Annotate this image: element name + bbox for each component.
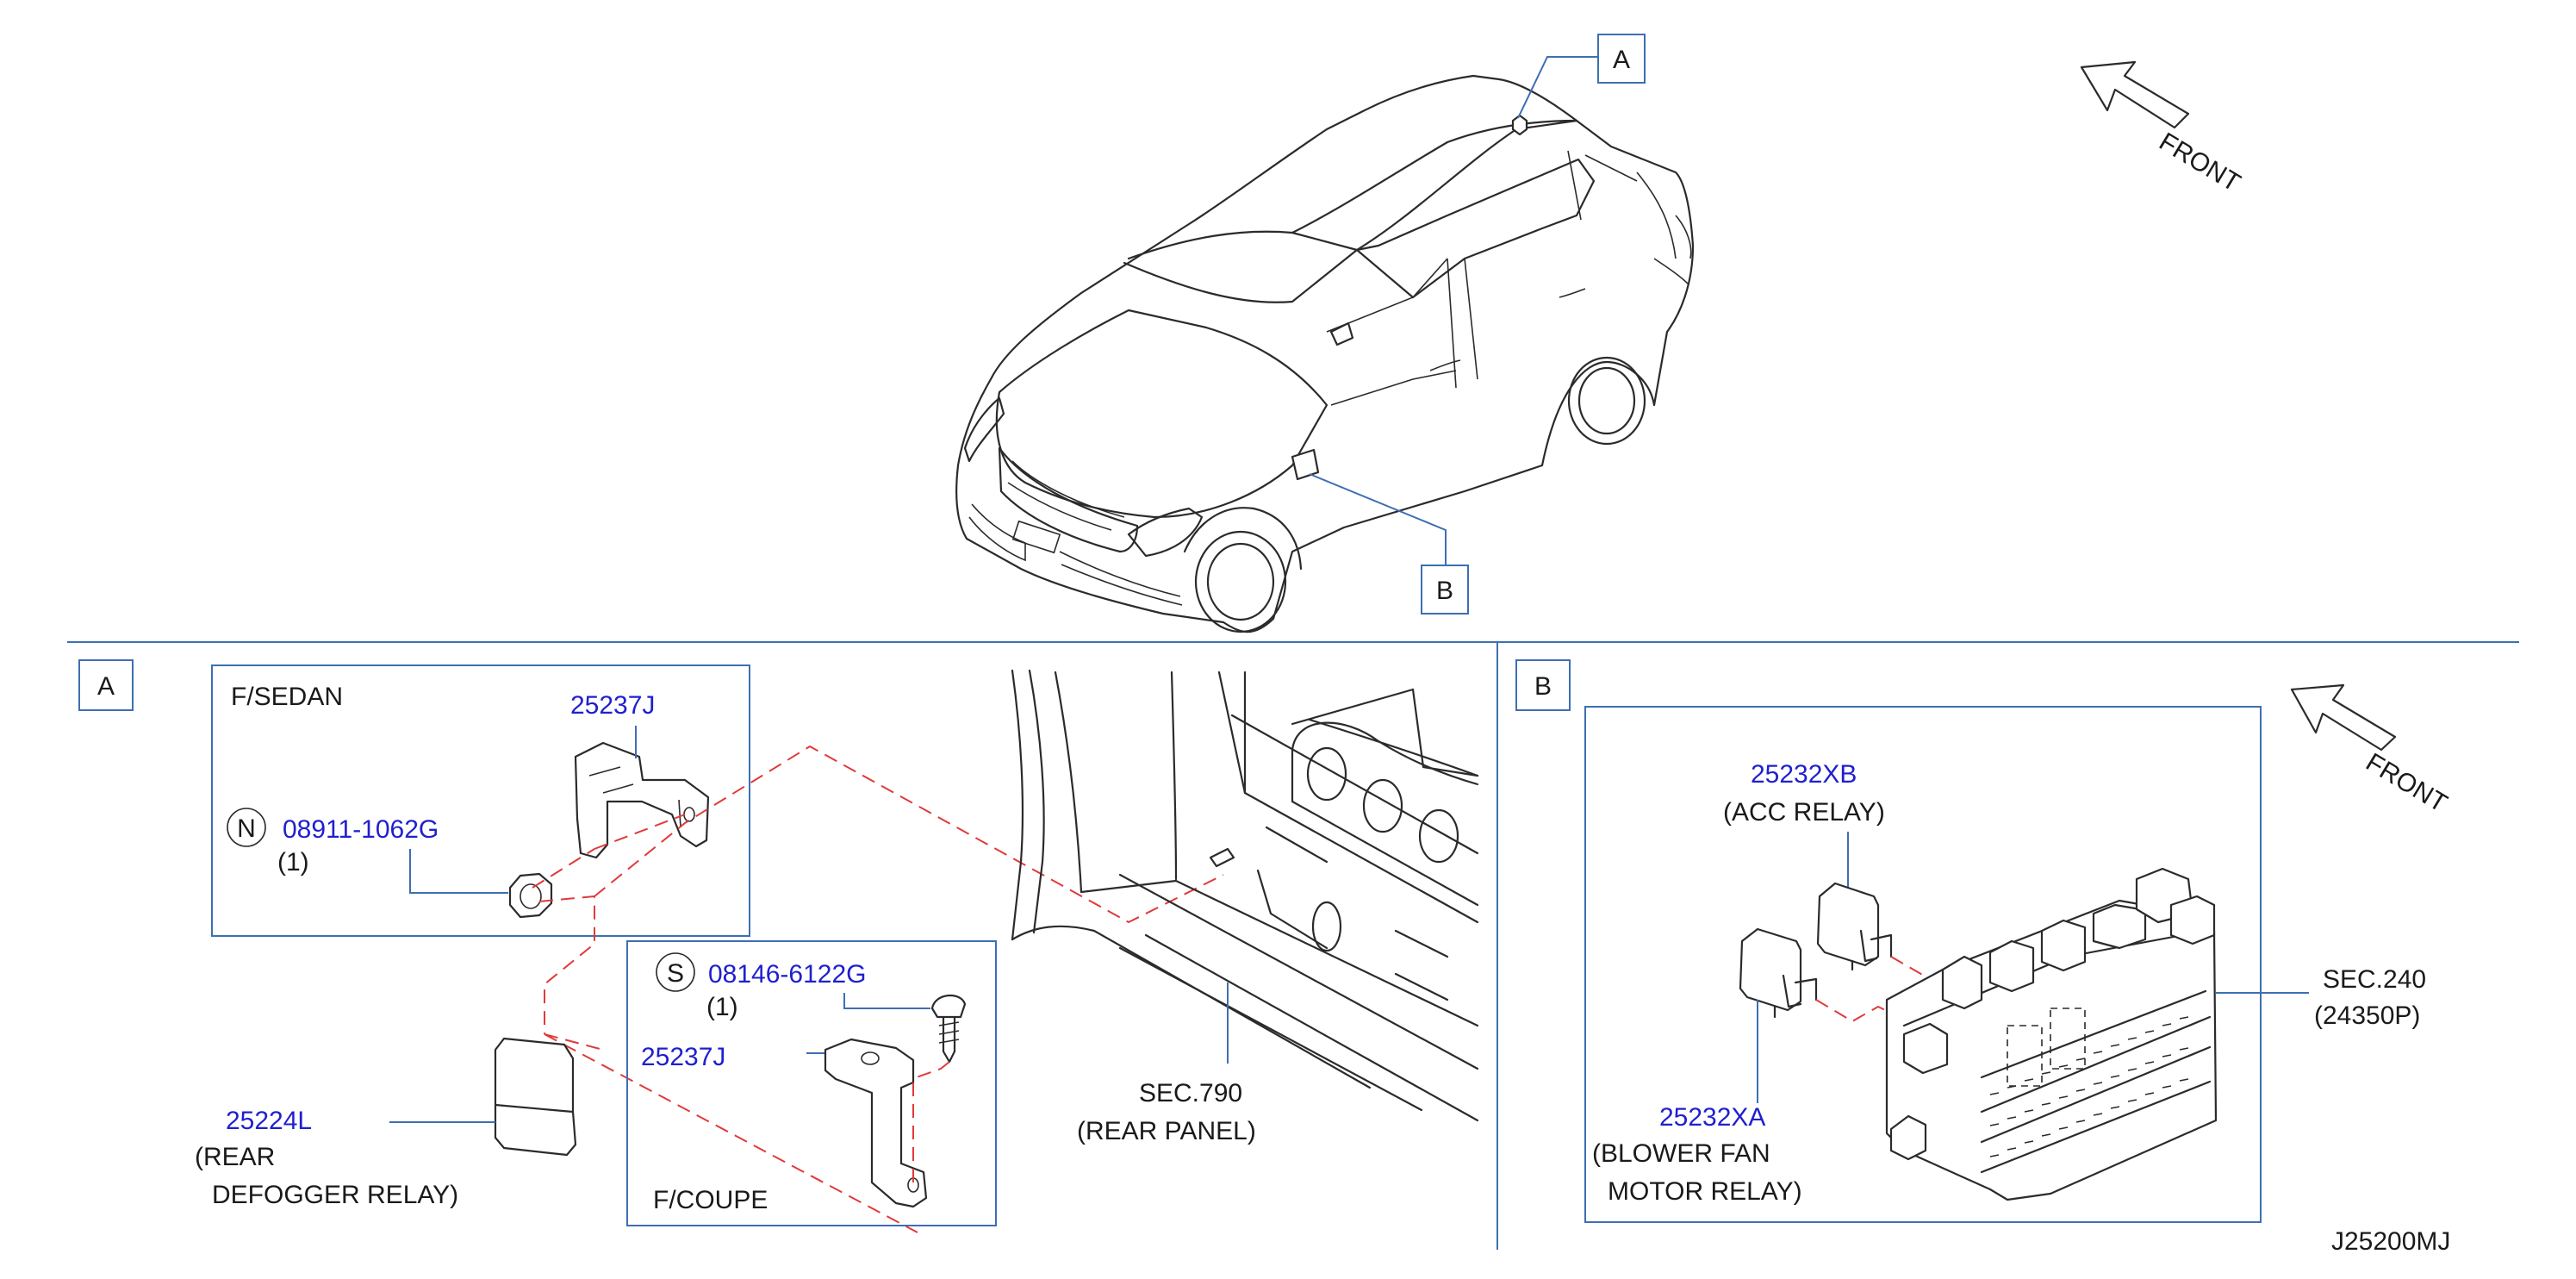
panel-a: A F/SEDAN 25237J N 08911-1062G (1) 25224… <box>78 659 1479 1233</box>
panel-a-tag: A <box>97 672 115 701</box>
callout-a-top: A <box>1517 34 1646 119</box>
sedan-bracket <box>574 741 710 859</box>
callout-a-label: A <box>1613 46 1630 74</box>
relay-pn: 25224L <box>226 1107 312 1135</box>
blower-relay-name-line1: (BLOWER FAN <box>1592 1139 1770 1168</box>
screw-symbol: S <box>667 959 684 988</box>
panel-b-tag: B <box>1534 672 1552 701</box>
coupe-label: F/COUPE <box>653 1186 768 1214</box>
relay-mount-point <box>1209 847 1235 868</box>
fuse-block-box <box>1584 706 2262 1223</box>
coupe-bracket-pn: 25237J <box>641 1043 725 1071</box>
nut-qty: (1) <box>277 848 309 877</box>
coupe-box <box>626 940 997 1226</box>
panel-b: B FRONT 25232XB (ACC RELAY) 25232XA (BLO… <box>1515 659 2452 1223</box>
coupe-bracket <box>824 1038 928 1208</box>
front-label-b: FRONT <box>2361 748 2452 819</box>
sedan-bracket-pn: 25237J <box>570 691 655 720</box>
callout-b-top: B <box>1309 473 1469 615</box>
acc-relay-pn: 25232XB <box>1751 760 1857 789</box>
screw-part <box>930 994 967 1019</box>
acc-relay <box>1816 882 1880 967</box>
rear-panel-drawing <box>1011 669 1479 1122</box>
rear-panel-name: (REAR PANEL) <box>1077 1117 1256 1145</box>
screw-pn: 08146-6122G <box>708 960 867 989</box>
diagram-id: J25200MJ <box>2331 1227 2450 1256</box>
sedan-box <box>211 664 750 937</box>
nut-part <box>508 872 553 919</box>
fuse-block-sec: SEC.240 <box>2323 965 2426 994</box>
sedan-label: F/SEDAN <box>231 683 343 711</box>
blower-relay-name-line2: MOTOR RELAY) <box>1608 1177 1802 1206</box>
screw-qty: (1) <box>706 993 738 1021</box>
car-overview <box>955 74 1695 633</box>
front-arrow-b <box>2290 683 2397 752</box>
front-label-top: FRONT <box>2154 128 2245 198</box>
blower-relay-pn: 25232XA <box>1659 1103 1765 1132</box>
relay-name-line2: DEFOGGER RELAY) <box>212 1181 458 1209</box>
callout-b-label: B <box>1436 577 1453 605</box>
rear-panel-sec: SEC.790 <box>1139 1079 1242 1107</box>
acc-relay-name: (ACC RELAY) <box>1723 798 1885 827</box>
relay-name-line1: (REAR <box>195 1143 275 1171</box>
front-arrow-top: FRONT <box>2080 60 2245 198</box>
fuse-block-part: (24350P) <box>2314 1001 2420 1030</box>
blower-fan-relay <box>1739 927 1802 1012</box>
fuse-block <box>1885 867 2218 1201</box>
nut-pn: 08911-1062G <box>283 815 439 844</box>
nut-symbol: N <box>237 814 256 843</box>
